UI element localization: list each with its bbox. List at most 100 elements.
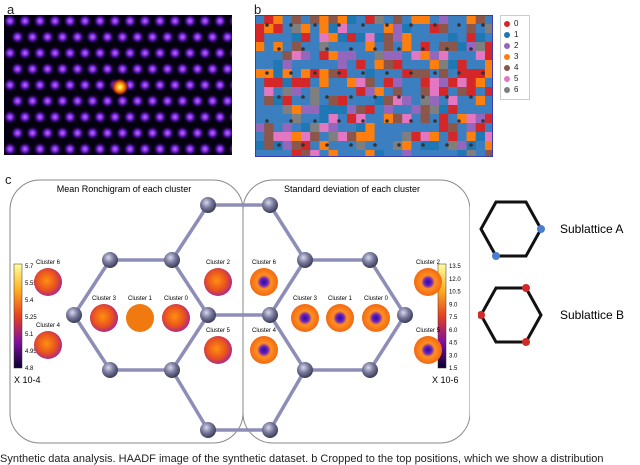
panel-b-label: b bbox=[254, 2, 262, 17]
atom-column bbox=[48, 46, 62, 60]
atom-column bbox=[123, 46, 137, 60]
cluster-label: Cluster 4 bbox=[252, 328, 277, 334]
cluster-patch bbox=[420, 114, 430, 123]
cluster-patch bbox=[282, 132, 292, 141]
colorbar-tick: 13.5 bbox=[449, 264, 461, 270]
atom-marker bbox=[313, 71, 317, 75]
cluster-patch bbox=[485, 150, 493, 157]
atom-column bbox=[145, 62, 160, 76]
atom-marker bbox=[397, 47, 401, 51]
atom-column bbox=[228, 46, 232, 60]
atom-column bbox=[220, 62, 232, 76]
cluster-label: Cluster 6 bbox=[252, 260, 277, 266]
cluster-patch bbox=[429, 60, 439, 69]
atom-column bbox=[198, 15, 212, 28]
atom-column bbox=[108, 142, 122, 155]
cluster-patch bbox=[457, 114, 467, 123]
atom-column bbox=[190, 30, 205, 44]
atom-column bbox=[63, 15, 77, 28]
lattice-atom bbox=[164, 362, 180, 378]
right-box bbox=[242, 179, 470, 444]
atom-marker bbox=[325, 143, 329, 147]
atom-marker bbox=[277, 143, 281, 147]
cluster-patch bbox=[347, 132, 357, 141]
colorbar-tick: 3.0 bbox=[449, 353, 458, 359]
cluster-patch bbox=[319, 141, 329, 150]
cluster-patch bbox=[291, 78, 301, 87]
std-ronchigram bbox=[250, 268, 278, 296]
cluster-patch bbox=[282, 141, 292, 150]
atom-column bbox=[220, 30, 232, 44]
colorbar-tick: 5.55 bbox=[25, 281, 37, 287]
cluster-patch bbox=[475, 69, 485, 78]
atom-column bbox=[40, 126, 55, 140]
cluster-patch bbox=[420, 15, 430, 24]
cluster-patch bbox=[448, 141, 458, 150]
cluster-patch bbox=[420, 42, 430, 51]
atom-column bbox=[85, 126, 100, 140]
atom-column bbox=[115, 62, 130, 76]
atom-column bbox=[228, 78, 232, 92]
cluster-patch bbox=[393, 51, 403, 60]
cluster-patch bbox=[420, 132, 430, 141]
cluster-patch bbox=[264, 87, 274, 96]
cluster-patch bbox=[485, 87, 493, 96]
cluster-patch bbox=[264, 69, 274, 78]
cluster-patch bbox=[475, 78, 485, 87]
lattice-atom bbox=[297, 252, 313, 268]
cluster-patch bbox=[420, 78, 430, 87]
cluster-label: Cluster 6 bbox=[36, 260, 61, 266]
atom-marker bbox=[457, 71, 461, 75]
atom-column bbox=[153, 110, 167, 124]
cluster-patch bbox=[347, 114, 357, 123]
right-scale: X 10-6 bbox=[432, 375, 459, 385]
cluster-patch bbox=[485, 141, 493, 150]
legend-item-5: 5 bbox=[504, 73, 526, 84]
cluster-patch bbox=[319, 24, 329, 33]
std-ronchigram bbox=[291, 304, 319, 332]
cluster-patch bbox=[291, 87, 301, 96]
atom-column bbox=[183, 110, 197, 124]
cluster-patch bbox=[383, 51, 393, 60]
cluster-patch bbox=[328, 96, 338, 105]
atom-column bbox=[33, 142, 47, 155]
panel-a-label: a bbox=[7, 2, 15, 17]
atom-column bbox=[10, 126, 25, 140]
atom-column bbox=[183, 78, 197, 92]
atom-column bbox=[190, 62, 205, 76]
cluster-patch bbox=[264, 132, 274, 141]
cluster-patch bbox=[475, 123, 485, 132]
atom-column bbox=[183, 142, 197, 155]
atom-column bbox=[33, 15, 47, 28]
cluster-patch bbox=[282, 60, 292, 69]
lattice-atom bbox=[200, 422, 216, 438]
atom-column bbox=[55, 30, 70, 44]
cluster-patch bbox=[319, 78, 329, 87]
atom-column bbox=[198, 46, 212, 60]
cluster-patch bbox=[457, 87, 467, 96]
atom-marker bbox=[433, 23, 437, 27]
cluster-patch bbox=[475, 114, 485, 123]
atom-column bbox=[160, 94, 175, 108]
cluster-patch bbox=[319, 15, 329, 24]
atom-column bbox=[108, 15, 122, 28]
cluster-patch bbox=[291, 132, 301, 141]
cluster-patch bbox=[365, 69, 375, 78]
legend-dot-icon bbox=[504, 64, 510, 71]
atom-column bbox=[93, 142, 107, 155]
atom-column bbox=[85, 30, 100, 44]
cluster-patch bbox=[383, 96, 393, 105]
atom-column bbox=[63, 142, 77, 155]
lattice-atom bbox=[102, 252, 118, 268]
atom-marker bbox=[481, 23, 485, 27]
cluster-patch bbox=[264, 15, 274, 24]
cluster-patch bbox=[466, 150, 476, 157]
sublattice-b-dot bbox=[478, 311, 485, 319]
cluster-patch bbox=[337, 132, 347, 141]
cluster-patch bbox=[429, 87, 439, 96]
sublattice-b: Sublattice B bbox=[478, 284, 624, 346]
cluster-patch bbox=[319, 105, 329, 114]
cluster-patch bbox=[328, 123, 338, 132]
cluster-patch bbox=[356, 33, 366, 42]
cluster-patch bbox=[466, 87, 476, 96]
